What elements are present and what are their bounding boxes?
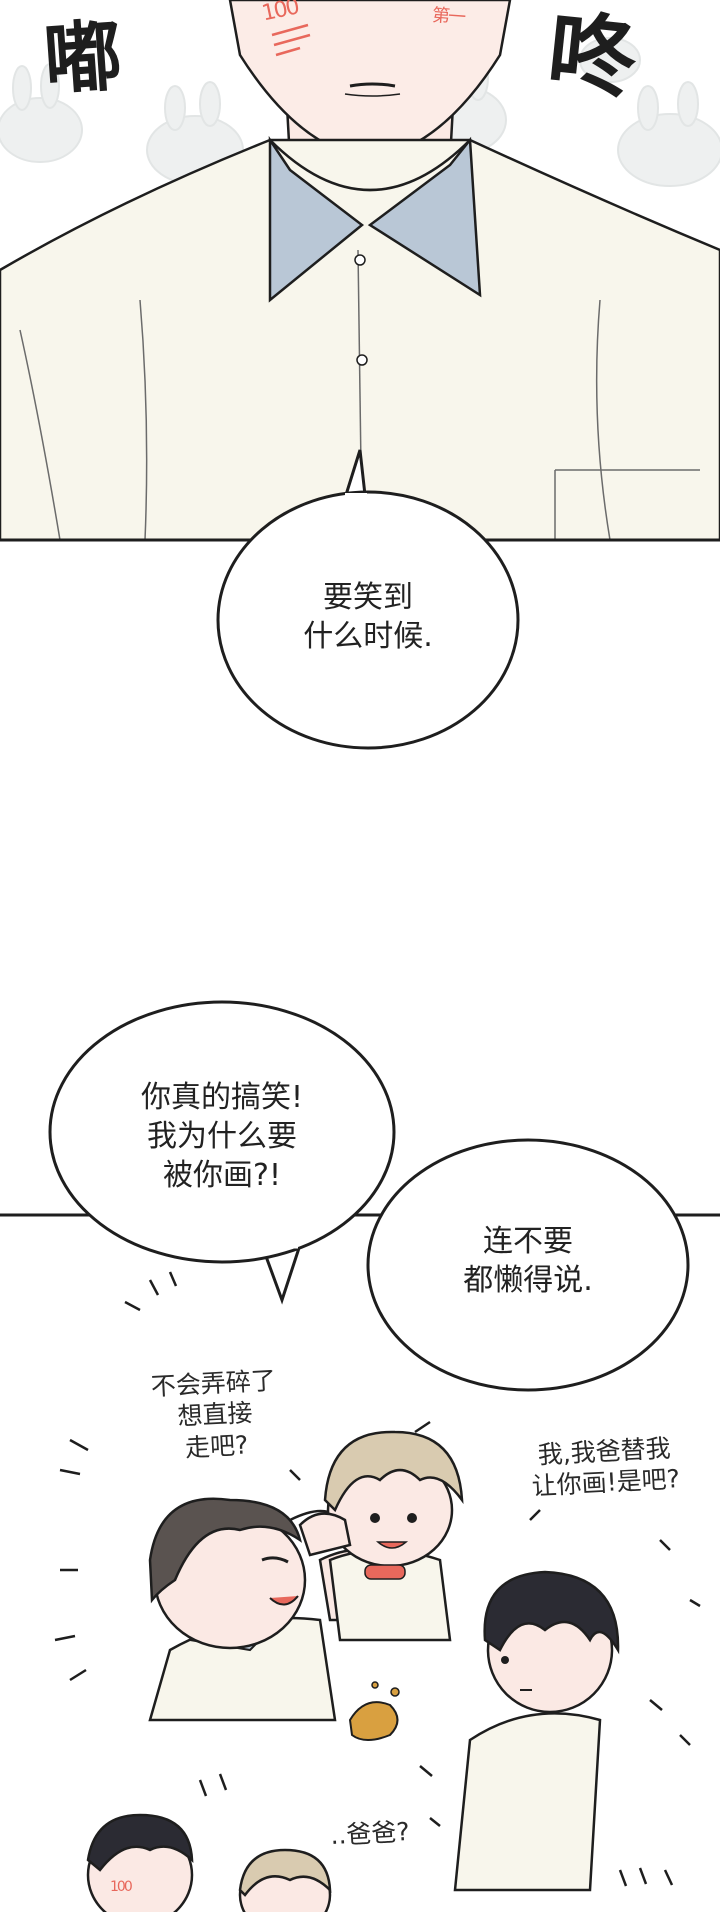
note-right: 我,我爸替我 让你画!是吧?	[489, 1430, 720, 1504]
sfx-right: 咚	[542, 0, 640, 112]
shirt-button	[356, 354, 368, 366]
chibi-bottom-left	[86, 1813, 194, 1912]
bubble-3-line-2: 都懒得说.	[463, 1263, 593, 1298]
panel-1	[0, 0, 720, 542]
bubble-2-line-3: 被你画?!	[163, 1158, 281, 1193]
bubble-3-text: 连不要 都懒得说.	[398, 1222, 658, 1300]
collar-left	[268, 135, 365, 303]
blush-marks	[271, 23, 311, 57]
shirt-button	[354, 254, 366, 266]
note-left: 不会弄碎了 想直接 走吧?	[118, 1363, 313, 1467]
mouth	[349, 82, 396, 88]
bubble-3-line-1: 连不要	[483, 1224, 573, 1259]
speech-bubble-1	[216, 449, 520, 750]
bubble-2-line-1: 你真的搞笑!	[140, 1080, 304, 1115]
sfx-left: 嘟	[40, 11, 124, 107]
speech-bubble-3	[366, 1138, 690, 1392]
bubble-1-text: 要笑到 什么时候.	[240, 578, 496, 656]
bubble-1-line-2: 什么时候.	[303, 619, 433, 654]
bubble-2-text: 你真的搞笑! 我为什么要 被你画?!	[72, 1078, 372, 1195]
panel-3	[0, 1213, 720, 1912]
motion-lines	[54, 1271, 701, 1887]
cheek-mark-right: 第一	[431, 4, 465, 29]
speech-bubble-2	[48, 1000, 396, 1305]
chibi-black-haired-boy	[453, 1570, 620, 1892]
chibi-bottom-center	[238, 1848, 332, 1912]
bubble-2-line-2: 我为什么要	[147, 1119, 297, 1154]
bubble-1-line-1: 要笑到	[323, 580, 413, 615]
small-cheek-mark: 100	[110, 1879, 133, 1895]
dropped-snack	[348, 1681, 400, 1741]
chibi-light-haired-boy	[298, 1430, 464, 1642]
collar-right	[367, 136, 482, 298]
